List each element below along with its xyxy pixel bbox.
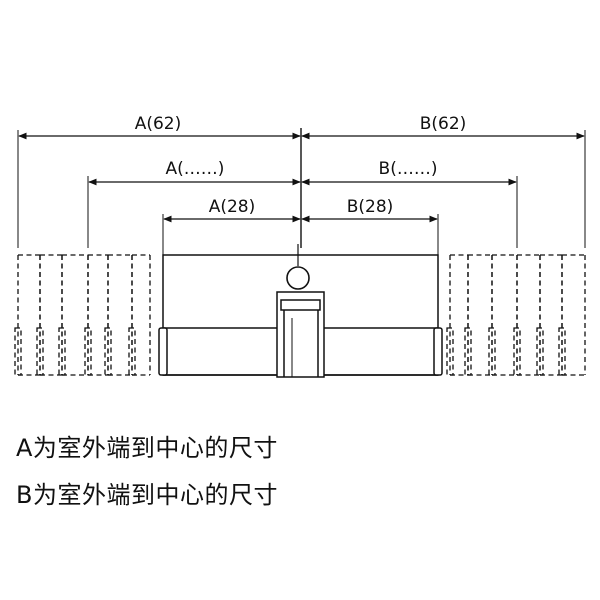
left-dashed-notch: [104, 327, 112, 376]
right-dashed-notch: [488, 327, 496, 376]
left-dashed-notch: [84, 327, 92, 376]
right-dashed-segment: [491, 254, 518, 376]
left-dashed-notch: [14, 327, 22, 376]
right-dashed-notch: [464, 327, 472, 376]
right-dashed-notch: [446, 327, 454, 376]
label-a-mid: A(……): [166, 159, 225, 179]
legend-b: B为室外端到中心的尺寸: [16, 481, 278, 509]
label-b-mid: B(……): [379, 159, 438, 179]
right-dashed-segment: [561, 254, 586, 376]
label-a-long: A(62): [135, 114, 182, 134]
legend-a: A为室外端到中心的尺寸: [16, 434, 278, 462]
right-dashed-notch: [558, 327, 566, 376]
right-dashed-notch: [513, 327, 521, 376]
left-dashed-notch: [128, 327, 136, 376]
optional-length-segments: [14, 254, 586, 376]
left-dashed-segment: [131, 254, 151, 376]
label-b-short: B(28): [347, 197, 394, 217]
left-dashed-notch: [58, 327, 66, 376]
extension-lines: [17, 130, 586, 255]
left-dashed-segment: [61, 254, 89, 376]
set-screw-hole: [286, 266, 310, 290]
label-a-short: A(28): [209, 197, 256, 217]
left-dashed-notch: [36, 327, 44, 376]
label-b-long: B(62): [420, 114, 467, 134]
right-dashed-notch: [536, 327, 544, 376]
dimension-lines: [18, 132, 585, 223]
cam: [276, 291, 325, 378]
